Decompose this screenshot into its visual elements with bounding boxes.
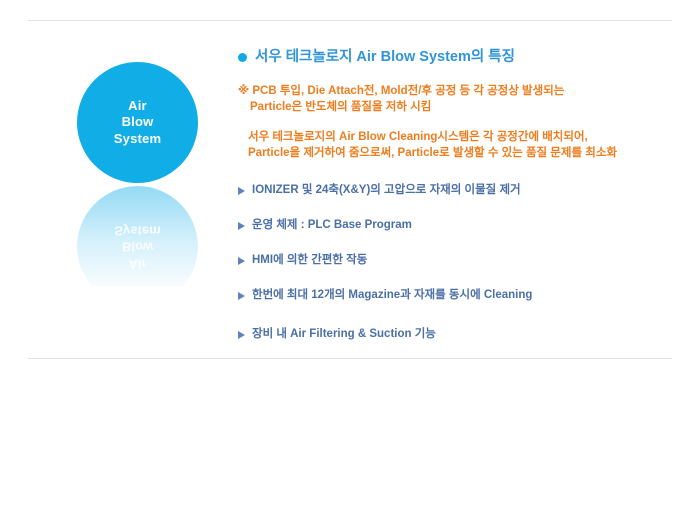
reflection-label-line-1: Air bbox=[128, 256, 147, 272]
triangle-right-icon bbox=[238, 257, 245, 265]
list-item: 운영 체제 : PLC Base Program bbox=[238, 218, 668, 253]
note-primary-line-1: ※ PCB 투입, Die Attach전, Mold전/후 공정 등 각 공정… bbox=[238, 85, 565, 97]
reflection-label-line-3: System bbox=[114, 223, 161, 239]
note-primary-line-2: Particle은 반도체의 품질을 저하 시킴 bbox=[250, 101, 432, 113]
note-secondary-line-2: Particle을 제거하여 줌으로써, Particle로 발생할 수 있는 … bbox=[248, 147, 617, 159]
bottom-divider bbox=[28, 358, 672, 359]
list-item: 장비 내 Air Filtering & Suction 기능 bbox=[238, 327, 668, 342]
list-item-label: 장비 내 Air Filtering & Suction 기능 bbox=[252, 328, 436, 340]
list-item-label: 한번에 최대 12개의 Magazine과 자재를 동시에 Cleaning bbox=[252, 289, 533, 301]
section-heading: 서우 테크놀로지 Air Blow System의 특징 bbox=[238, 48, 668, 67]
note-secondary-line-1: 서우 테크놀로지의 Air Blow Cleaning시스템은 각 공정간에 배… bbox=[248, 131, 588, 143]
triangle-right-icon bbox=[238, 222, 245, 230]
note-primary: ※ PCB 투입, Die Attach전, Mold전/후 공정 등 각 공정… bbox=[238, 83, 668, 115]
content-column: 서우 테크놀로지 Air Blow System의 특징 ※ PCB 투입, D… bbox=[238, 48, 668, 342]
section-heading-label: 서우 테크놀로지 Air Blow System의 특징 bbox=[255, 49, 515, 65]
list-item-label: HMI에 의한 간편한 작동 bbox=[252, 254, 368, 266]
feature-bullet-list: IONIZER 및 24축(X&Y)의 고압으로 자재의 이물질 제거 운영 체… bbox=[238, 183, 668, 342]
triangle-right-icon bbox=[238, 331, 245, 339]
list-item: IONIZER 및 24축(X&Y)의 고압으로 자재의 이물질 제거 bbox=[238, 183, 668, 218]
circle-label-line-1: Air bbox=[128, 97, 147, 113]
list-item: 한번에 최대 12개의 Magazine과 자재를 동시에 Cleaning bbox=[238, 288, 668, 323]
triangle-right-icon bbox=[238, 292, 245, 300]
circle-label-line-2: Blow bbox=[121, 114, 154, 130]
circle-label-line-3: System bbox=[113, 130, 162, 146]
list-item: HMI에 의한 간편한 작동 bbox=[238, 253, 668, 288]
list-item-label: IONIZER 및 24축(X&Y)의 고압으로 자재의 이물질 제거 bbox=[252, 184, 521, 196]
list-item-label: 운영 체제 : PLC Base Program bbox=[252, 219, 412, 231]
top-divider bbox=[28, 20, 672, 21]
triangle-right-icon bbox=[238, 187, 245, 195]
filled-circle-icon bbox=[238, 53, 247, 62]
note-secondary: 서우 테크놀로지의 Air Blow Cleaning시스템은 각 공정간에 배… bbox=[248, 129, 668, 161]
reflection-label-line-2: Blow bbox=[121, 239, 154, 255]
